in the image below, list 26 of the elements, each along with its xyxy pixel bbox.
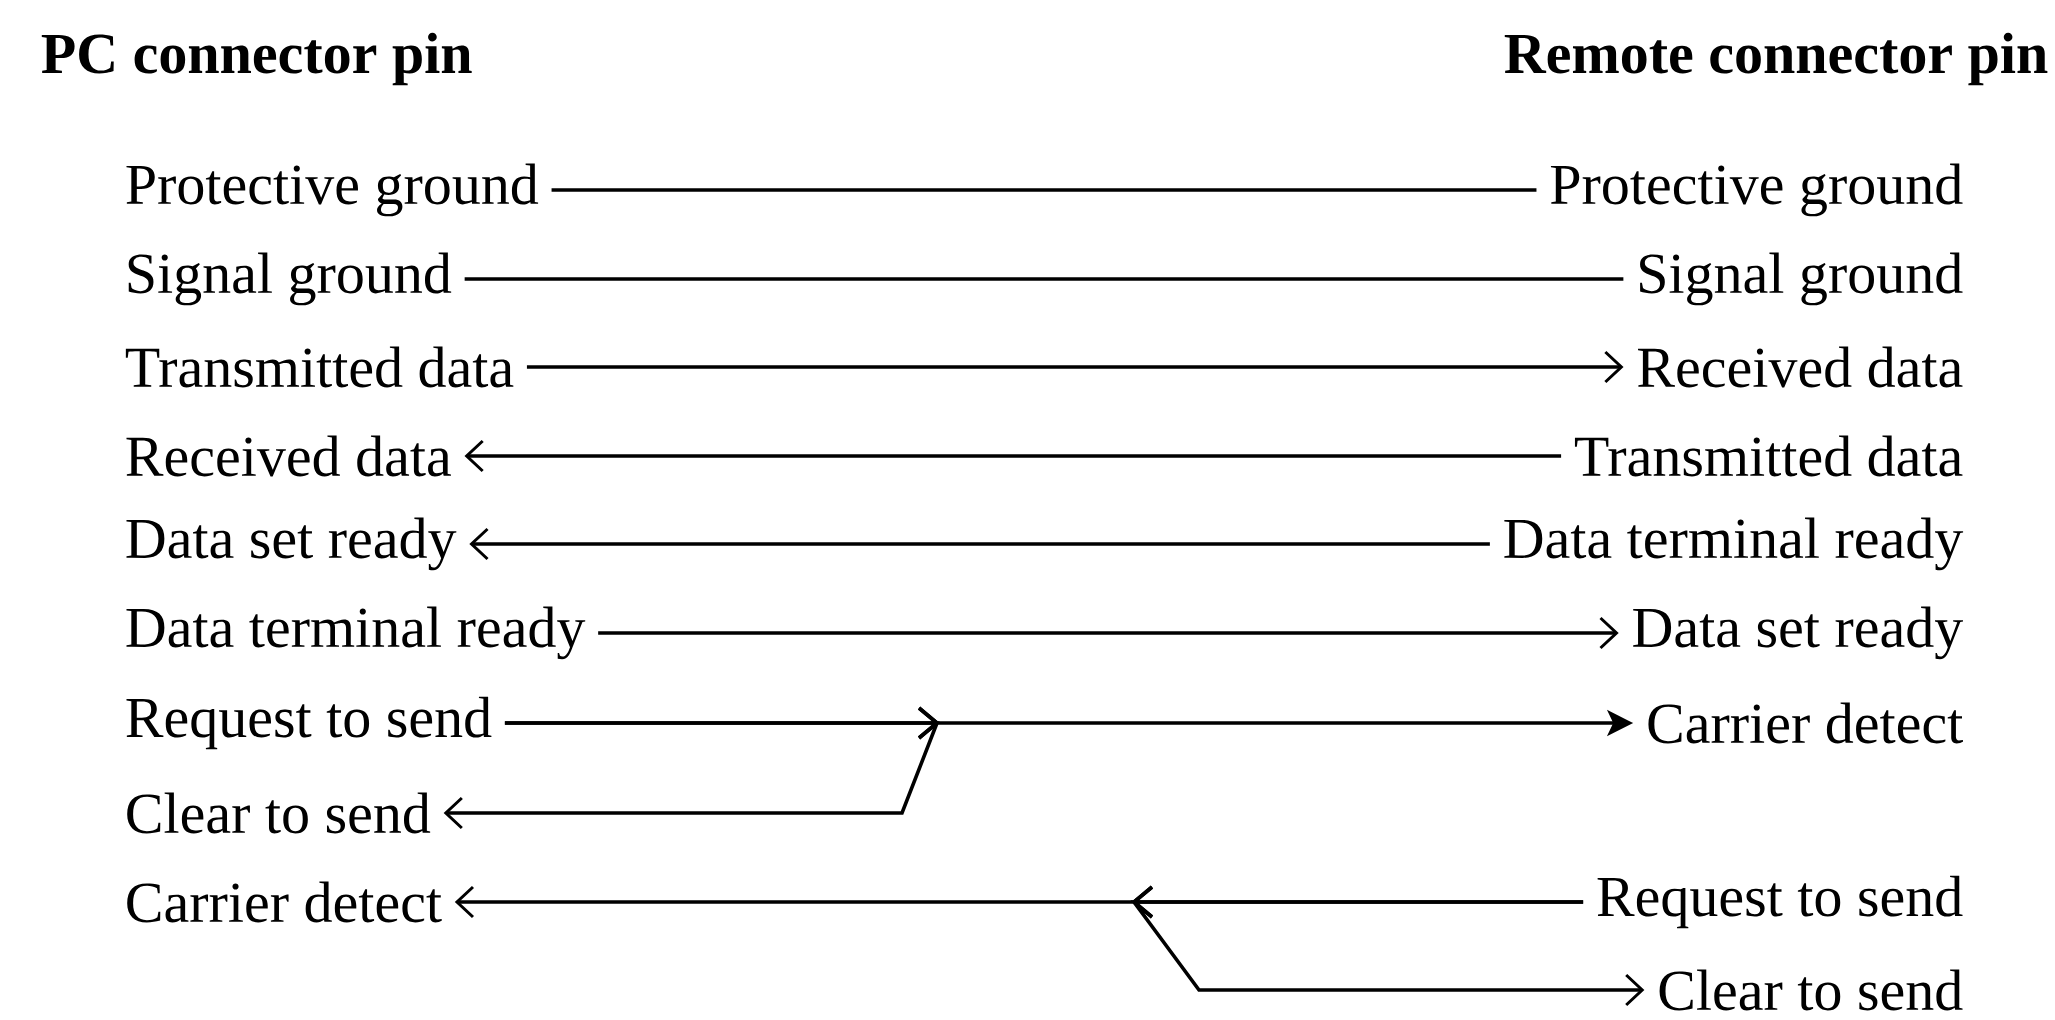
pin-label: Received data [126,435,451,477]
pin-label: Transmitted data [1574,435,1963,477]
pin-label: Data set ready [1633,606,1964,660]
pin-label: Protective ground [1550,163,1963,217]
pin-label: Clear to send [127,792,431,834]
pin-label: Carrier detect [1648,702,1963,744]
arrow [598,616,1619,650]
pin-label: Data terminal ready [126,606,586,660]
pin-label: Transmitted data [125,346,514,388]
pin-label: Request to send [126,696,492,750]
column-heading: PC connector pin [41,32,472,86]
pin-label: Received data [1638,346,1963,388]
pin-label: Signal ground [1640,252,1963,306]
pin-label: Data set ready [126,517,457,571]
arrow [526,350,1624,384]
arrow [1130,885,1645,1007]
pin-label: Data terminal ready [1504,517,1964,571]
column-heading: Remote connector pin [1504,32,2048,86]
pin-label: Clear to send [1659,969,1963,1011]
pin-label: Request to send [1597,875,1963,929]
arrow [443,706,940,830]
pin-label: Signal ground [128,252,452,306]
arrow [464,439,1562,473]
arrow [469,527,1490,561]
pin-label: Carrier detect [127,881,442,923]
pin-label: Protective ground [126,163,539,217]
